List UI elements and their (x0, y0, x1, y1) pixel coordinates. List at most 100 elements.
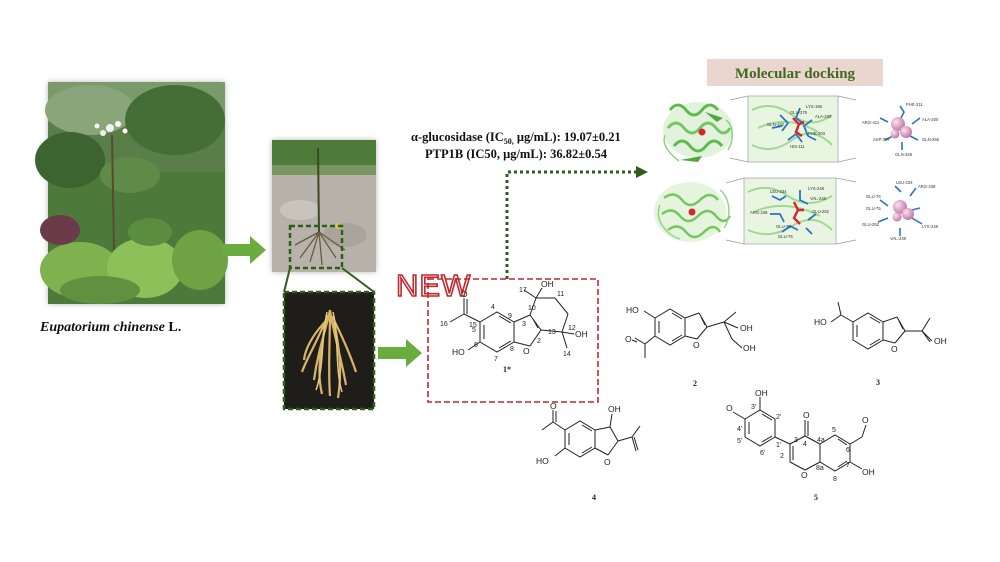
svg-text:3: 3 (876, 378, 880, 387)
protein-cartoon-bottom (654, 182, 732, 242)
bottom-mid-residues: LEU-234 LYS-248 VAL-249 ARG-238 GLU-252 … (750, 186, 830, 239)
svg-text:GLN-328: GLN-328 (895, 152, 913, 157)
svg-text:ASP-307: ASP-307 (873, 137, 890, 142)
svg-text:VAL-249: VAL-249 (890, 236, 907, 241)
svg-text:HO: HO (536, 456, 549, 466)
svg-text:10: 10 (528, 305, 536, 312)
compound-2-structure (631, 308, 743, 358)
svg-text:ALA-200: ALA-200 (922, 117, 939, 122)
svg-text:O: O (625, 334, 632, 344)
svg-text:3: 3 (794, 437, 798, 444)
svg-text:O: O (803, 410, 810, 420)
svg-text:5: 5 (814, 493, 818, 502)
svg-text:3': 3' (751, 404, 756, 411)
svg-text:OH: OH (608, 404, 621, 414)
docking-row-bottom: LEU-234 LYS-248 VAL-249 ARG-238 GLU-252 … (654, 177, 939, 245)
svg-text:8a: 8a (816, 465, 824, 472)
svg-text:4': 4' (737, 426, 742, 433)
top-mid-residues: GLU-276 LYS-156 ALA-200 GLN-182 PHE-303 … (767, 104, 832, 149)
svg-text:13: 13 (548, 329, 556, 336)
compound-3-structure (830, 301, 933, 350)
svg-text:LEU-234: LEU-234 (896, 180, 913, 185)
svg-text:GLU-252: GLU-252 (812, 209, 830, 214)
zoom-connector-left (283, 267, 291, 293)
svg-text:2': 2' (776, 414, 781, 421)
arrow-roots-to-compound (378, 339, 422, 367)
svg-text:GLU-76: GLU-76 (776, 224, 791, 229)
species-label: Eupatorium chinense L. (39, 320, 181, 335)
plant-photo (35, 82, 228, 304)
activity-alpha-glucosidase: α-glucosidase (IC50, μg/mL): 19.07±0.21 (411, 130, 621, 146)
svg-text:14: 14 (563, 351, 571, 358)
svg-text:OH: OH (755, 388, 768, 398)
svg-text:LEU-234: LEU-234 (770, 189, 787, 194)
svg-text:GLU-276: GLU-276 (790, 110, 808, 115)
uprooted-photo (272, 140, 376, 272)
svg-text:OH: OH (743, 343, 756, 353)
svg-text:4: 4 (491, 304, 495, 311)
docking-row-top: GLU-276 LYS-156 ALA-200 GLN-182 PHE-303 … (663, 95, 940, 163)
svg-text:ARG-238: ARG-238 (750, 210, 768, 215)
svg-text:6': 6' (760, 450, 765, 457)
compound-5-atoms: OH 3' 2' O 4' 5' 6' 1' 3 2 O 4 4a 5 6 O … (726, 388, 875, 502)
svg-text:GLN-182: GLN-182 (767, 122, 785, 127)
svg-text:4: 4 (592, 493, 596, 502)
svg-text:4a: 4a (817, 437, 825, 444)
docking-title: Molecular docking (735, 66, 856, 82)
svg-text:2: 2 (780, 453, 784, 460)
svg-text:4: 4 (803, 441, 807, 448)
svg-text:O: O (726, 403, 733, 413)
svg-text:ARG-238: ARG-238 (918, 184, 936, 189)
svg-text:15: 15 (469, 322, 477, 329)
svg-text:VAL-249: VAL-249 (810, 196, 827, 201)
svg-text:O: O (891, 344, 898, 354)
svg-text:OH: OH (541, 279, 554, 289)
svg-text:ALA-200: ALA-200 (815, 114, 832, 119)
svg-text:O: O (801, 470, 808, 480)
svg-text:HIS-111: HIS-111 (790, 144, 805, 149)
svg-text:2: 2 (537, 338, 541, 345)
svg-text:OH: OH (934, 336, 947, 346)
svg-text:O: O (550, 401, 557, 411)
svg-text:GLN-256: GLN-256 (922, 137, 940, 142)
activity-connector (505, 170, 638, 279)
svg-text:HO: HO (626, 305, 639, 315)
svg-text:1': 1' (776, 442, 781, 449)
svg-text:5': 5' (737, 438, 742, 445)
svg-text:GLU-76: GLU-76 (866, 194, 881, 199)
svg-text:PHE-311: PHE-311 (906, 102, 923, 107)
svg-text:O: O (523, 346, 530, 356)
svg-text:O: O (461, 289, 468, 299)
svg-text:LYS-156: LYS-156 (806, 104, 823, 109)
svg-text:OH: OH (862, 467, 875, 477)
svg-text:12: 12 (568, 325, 576, 332)
svg-text:OH: OH (575, 329, 588, 339)
zoom-box (288, 224, 344, 270)
svg-text:7: 7 (846, 462, 850, 469)
svg-text:HO: HO (814, 317, 827, 327)
compound-2-atoms: HO O O OH OH 2 (625, 305, 756, 388)
svg-text:GLU-75: GLU-75 (866, 206, 881, 211)
svg-text:3: 3 (522, 321, 526, 328)
roots-photo (282, 290, 376, 411)
svg-text:5: 5 (472, 327, 476, 334)
new-badge: NEW (396, 268, 471, 303)
svg-text:9: 9 (508, 313, 512, 320)
compound-4-structure (541, 410, 641, 458)
svg-text:O: O (604, 457, 611, 467)
svg-text:2: 2 (693, 379, 697, 388)
compound-1-atoms: 17 OH 11 10 3 9 4 5 15 16 O 12 13 OH 14 … (440, 279, 588, 374)
compound-1-box (427, 278, 599, 403)
compound-1-structure (449, 287, 575, 353)
top-right-residues: PHE-311 ARG-411 ALA-200 ASP-307 GLN-256 … (862, 102, 940, 157)
docking-title-bg (707, 59, 883, 86)
zoom-connector-right (341, 267, 375, 293)
svg-text:6: 6 (846, 447, 850, 454)
svg-text:5: 5 (832, 427, 836, 434)
protein-cartoon-top (663, 102, 733, 162)
activity-arrowhead (636, 166, 648, 178)
svg-text:HO: HO (452, 347, 465, 357)
svg-text:LYS-248: LYS-248 (922, 224, 939, 229)
svg-text:LYS-248: LYS-248 (808, 186, 825, 191)
